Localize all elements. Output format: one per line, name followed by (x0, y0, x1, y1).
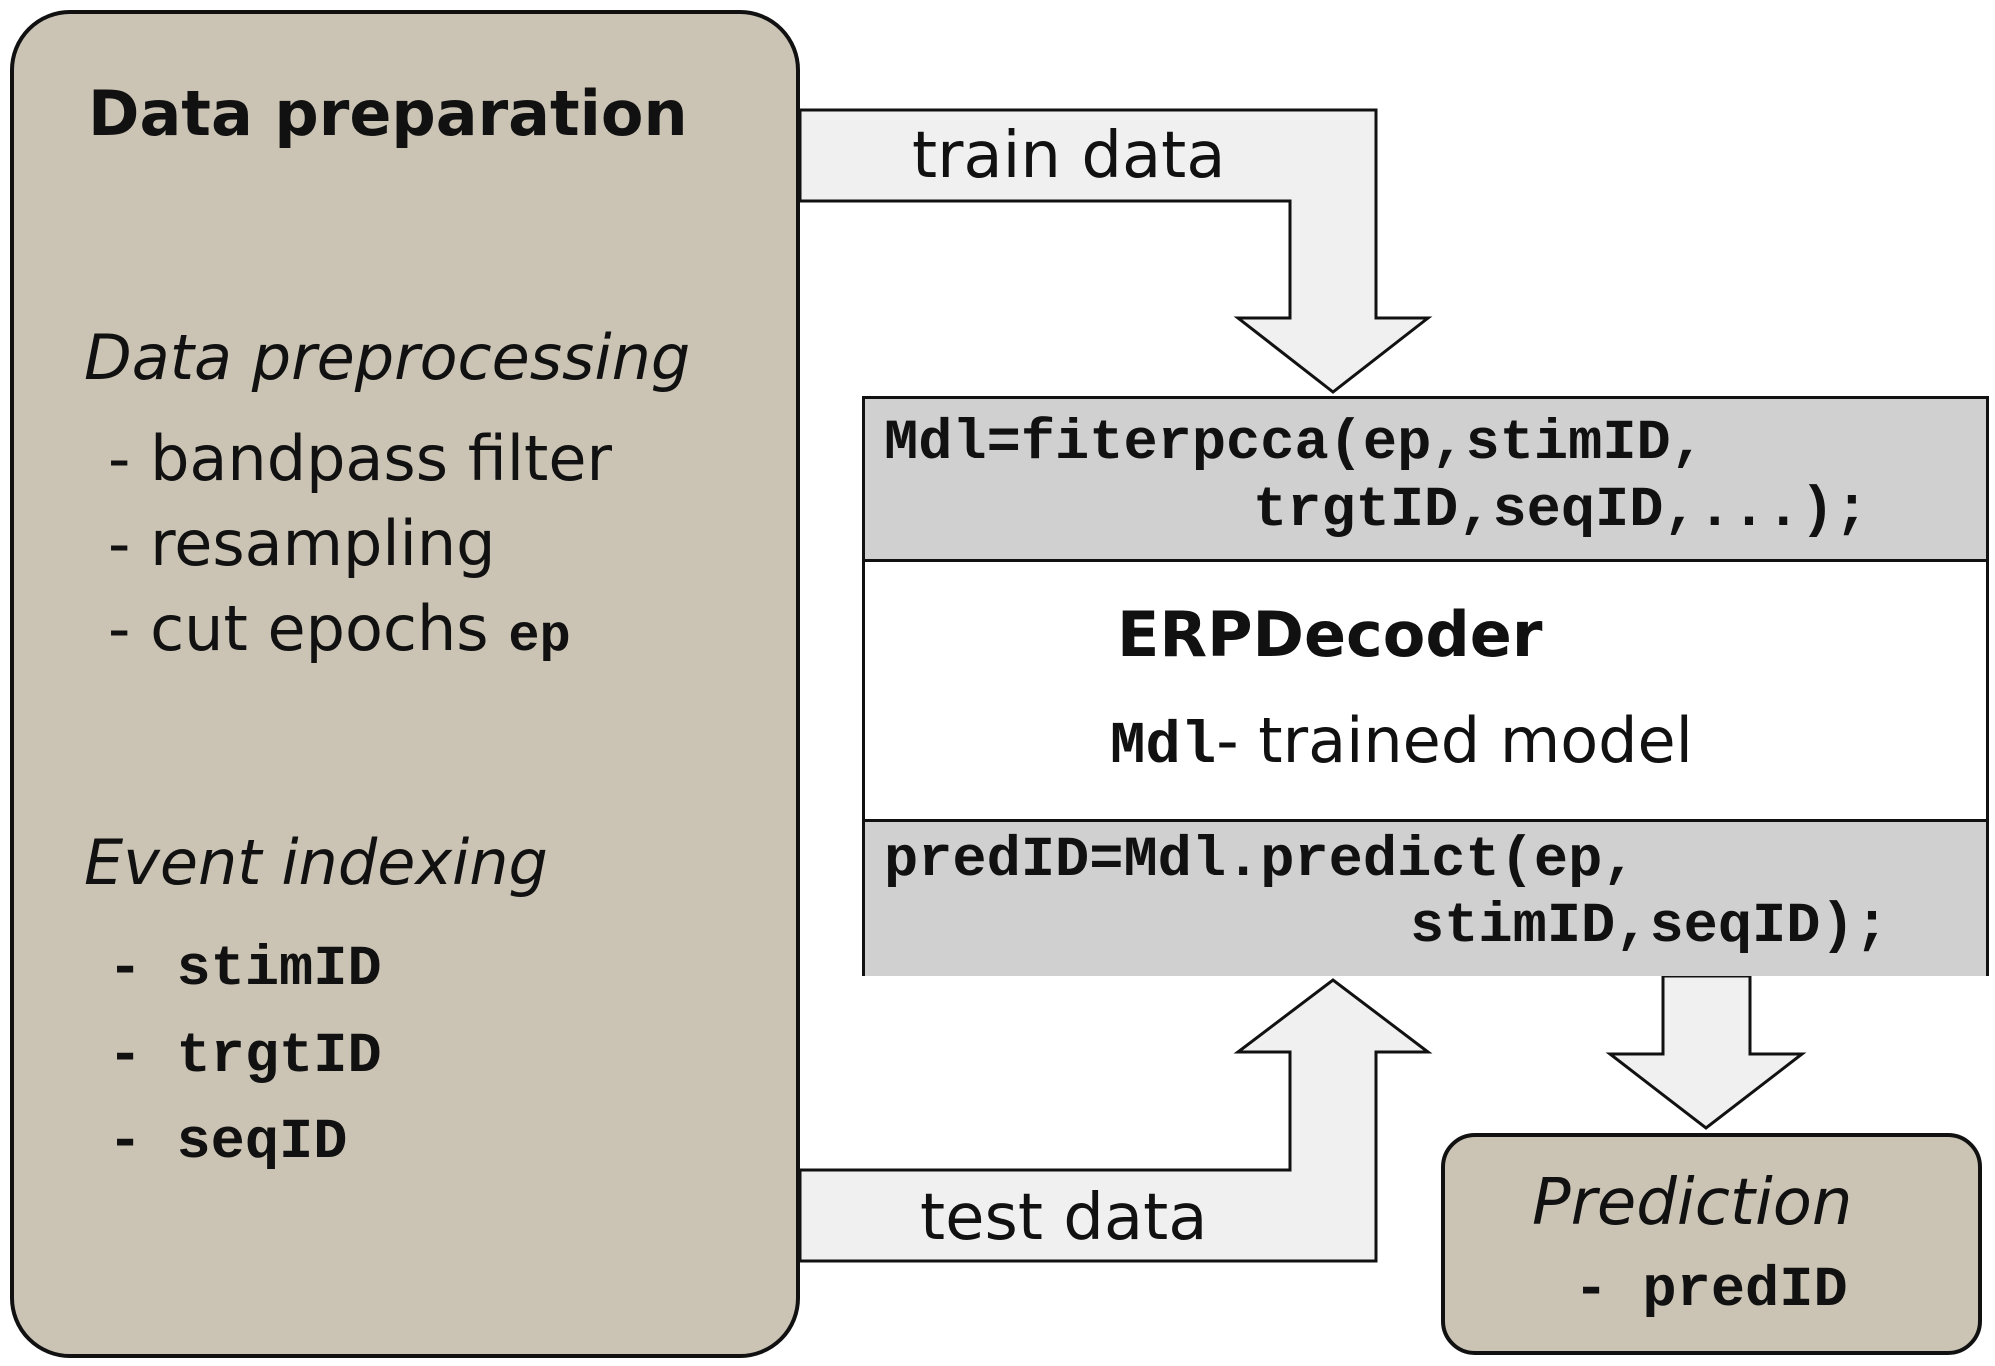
fit-code-line-2: trgtID,seqID,...); (1253, 479, 1869, 543)
event-name: seqID (176, 1111, 348, 1175)
model-description: - trained model (1216, 704, 1693, 777)
event-item-trgtid: - trgtID (108, 1029, 382, 1086)
event-name: trgtID (176, 1025, 382, 1089)
train-data-arrow (798, 108, 1433, 394)
epochs-variable: ep (508, 607, 571, 666)
predict-code-line-2: stimID,seqID); (1410, 895, 1889, 959)
fit-code-line-1: Mdl=fiterpcca(ep,stimID, (884, 412, 1705, 476)
prediction-box (1441, 1133, 1982, 1355)
cut-epochs-label: - cut epochs (108, 592, 489, 665)
fit-code-band (865, 399, 1986, 562)
prediction-heading: Prediction (1532, 1166, 1853, 1240)
event-dash: - (108, 938, 143, 1002)
preprocessing-item-cut-epochs: - cut epochs ep (108, 598, 571, 663)
test-data-arrow (798, 978, 1433, 1263)
data-preprocessing-heading: Data preprocessing (84, 321, 691, 394)
event-dash: - (108, 1025, 143, 1089)
preprocessing-item-bandpass: - bandpass filter (108, 422, 612, 495)
event-name: stimID (176, 938, 382, 1002)
prediction-item: - predID (1574, 1259, 1848, 1323)
event-item-stimid: - stimID (108, 942, 382, 999)
erp-decoder-title: ERPDecoder (1117, 598, 1543, 671)
erp-decoder-box (862, 396, 1989, 976)
train-data-label: train data (912, 119, 1226, 193)
test-data-label: test data (920, 1181, 1208, 1255)
event-item-seqid: - seqID (108, 1115, 347, 1172)
model-variable: Mdl (1110, 713, 1217, 780)
event-indexing-heading: Event indexing (84, 826, 548, 899)
predict-code-band (865, 819, 1986, 976)
event-dash: - (108, 1111, 143, 1175)
data-preparation-title: Data preparation (88, 77, 688, 150)
preprocessing-item-resampling: - resampling (108, 507, 496, 580)
trained-model-line: Mdl- trained model (1110, 710, 1693, 777)
data-preparation-box (10, 10, 800, 1358)
prediction-arrow (1605, 974, 1807, 1130)
predict-code-line-1: predID=Mdl.predict(ep, (884, 829, 1637, 893)
